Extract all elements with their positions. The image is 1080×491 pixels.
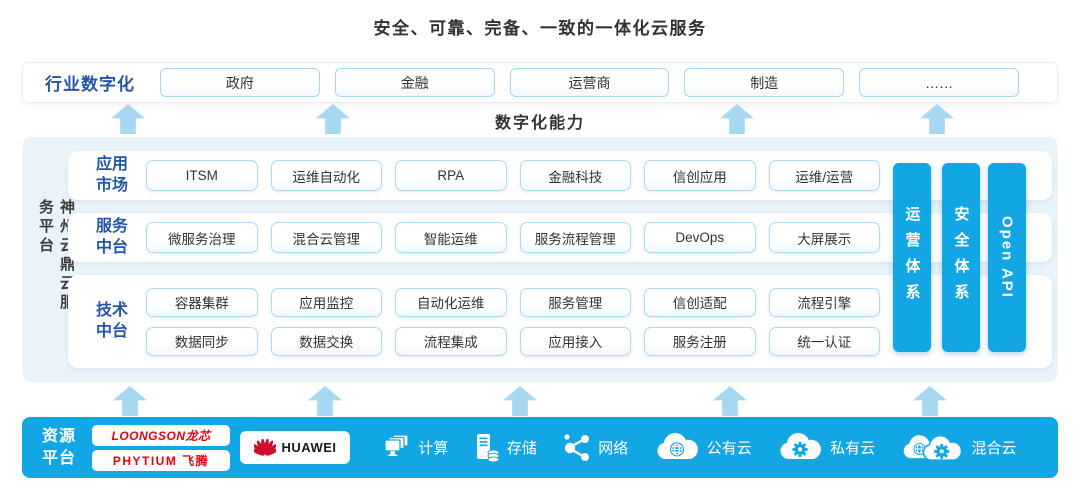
resource-label: 存储 [506,440,537,457]
chip-rpa: RPA [395,160,507,191]
resource-network: 网络 [562,433,628,462]
chip-service-mgmt: 服务管理 [519,287,631,317]
res-label-line: 平台 [42,449,77,467]
resource-items: 计算 存储 [356,433,1042,463]
up-arrow-icon [713,386,747,416]
app-market-label: 应用 市场 [86,155,138,197]
phytium-logo: PHYTIUM 飞腾 [92,449,231,471]
chip-automated-ops: 自动化运维 [395,287,507,317]
industry-chip-operator: 运营商 [509,68,670,97]
pillar-security-system: 安全体系 [942,163,980,352]
chip-process-integration: 流程集成 [395,326,507,356]
pillar-operations-system: 运营体系 [893,163,931,352]
chip-xinchuang-app: 信创应用 [644,160,756,191]
chip-intelligent-ops: 智能运维 [395,222,507,253]
industry-chip-finance: 金融 [334,68,495,97]
storage-icon [476,434,500,462]
resource-public-cloud: 公有云 [654,433,752,462]
resource-label: 公有云 [706,440,752,457]
resource-compute: 计算 [381,434,448,461]
app-market-row: 应用 市场 ITSM 运维自动化 RPA 金融科技 信创应用 运维/运营 [68,151,1052,200]
network-icon [564,434,590,461]
chip-process-engine: 流程引擎 [768,287,880,317]
tech-middle-row: 技术 中台 容器集群 应用监控 自动化运维 服务管理 信创适配 流程引擎 数据同… [68,275,1052,368]
row-label-line: 中台 [95,238,128,256]
resource-label: 混合云 [971,440,1017,457]
chip-xinchuang-adaptation: 信创适配 [644,287,756,317]
resource-label: 计算 [418,440,449,457]
compute-icon [384,434,410,456]
public-cloud-icon [657,433,698,459]
chip-app-monitoring: 应用监控 [270,287,382,317]
industry-chip-manufacturing: 制造 [684,68,845,97]
industry-row-label: 行业数字化 [45,75,135,94]
up-arrow-icon [113,386,147,416]
resource-hybrid-cloud: 混合云 [901,433,1017,463]
chip-ops-automation: 运维自动化 [270,160,382,191]
chip-container-cluster: 容器集群 [146,287,258,317]
huawei-logo: HUAWEI [240,431,351,464]
industry-chip-more: …… [859,68,1019,97]
chip-ops-operation: 运维/运营 [768,160,880,191]
chip-hybrid-cloud-mgmt: 混合云管理 [270,222,382,253]
cpu-vendor-logos: LOONGSON龙芯 PHYTIUM 飞腾 [92,424,231,471]
chip-big-screen: 大屏展示 [768,222,880,253]
pillar-open-api: Open API [988,163,1026,352]
chip-microservice-governance: 微服务治理 [146,222,258,253]
loongson-logo: LOONGSON龙芯 [92,424,231,446]
res-label-line: 资源 [42,427,77,445]
chip-service-process-mgmt: 服务流程管理 [519,222,631,253]
chip-fintech: 金融科技 [519,160,631,191]
chip-unified-auth: 统一认证 [768,326,880,356]
industry-row: 行业数字化 政府 金融 运营商 制造 …… [22,62,1058,103]
service-middle-label: 服务 中台 [86,217,138,259]
huawei-flower-icon [253,439,276,456]
loongson-logo-text: LOONGSON龙芯 [111,428,211,443]
tech-middle-label: 技术 中台 [86,301,138,343]
row-label-line: 应用 [95,155,128,173]
chip-itsm: ITSM [146,160,258,191]
row-label-line: 中台 [95,322,128,340]
resource-platform-bar: 资源 平台 LOONGSON龙芯 PHYTIUM 飞腾 [22,417,1058,478]
up-arrow-icon [913,386,947,416]
resource-private-cloud: 私有云 [777,433,875,462]
platform-rows: 应用 市场 ITSM 运维自动化 RPA 金融科技 信创应用 运维/运营 [68,151,1052,368]
chip-app-access: 应用接入 [519,326,631,356]
huawei-logo-text: HUAWEI [281,440,337,455]
resource-platform-label: 资源 平台 [42,426,76,469]
row-label-line: 技术 [95,301,128,319]
chip-devops: DevOps [644,222,756,253]
chip-service-registry: 服务注册 [644,326,756,356]
platform-panel: 神州云鼎云服务平台 应用 市场 ITSM 运维自动化 RPA 金融科技 信创应用… [22,137,1058,382]
row-label-line: 市场 [95,176,128,194]
resource-label: 网络 [598,440,629,457]
resource-storage: 存储 [474,433,537,462]
chip-data-exchange: 数据交换 [270,326,382,356]
industry-chip-government: 政府 [160,68,320,97]
digital-capability-label: 数字化能力 [494,115,585,132]
phytium-logo-text: PHYTIUM 飞腾 [112,453,210,468]
service-middle-row: 服务 中台 微服务治理 混合云管理 智能运维 服务流程管理 DevOps 大屏展… [68,213,1052,262]
chip-data-sync: 数据同步 [146,326,258,356]
private-cloud-icon [780,433,821,459]
resource-label: 私有云 [830,440,876,457]
up-arrow-icon [503,386,537,416]
row-label-line: 服务 [95,217,128,235]
diagram-title: 安全、可靠、完备、一致的一体化云服务 [373,19,707,38]
up-arrow-icon [308,386,342,416]
hybrid-cloud-icon [903,434,962,461]
